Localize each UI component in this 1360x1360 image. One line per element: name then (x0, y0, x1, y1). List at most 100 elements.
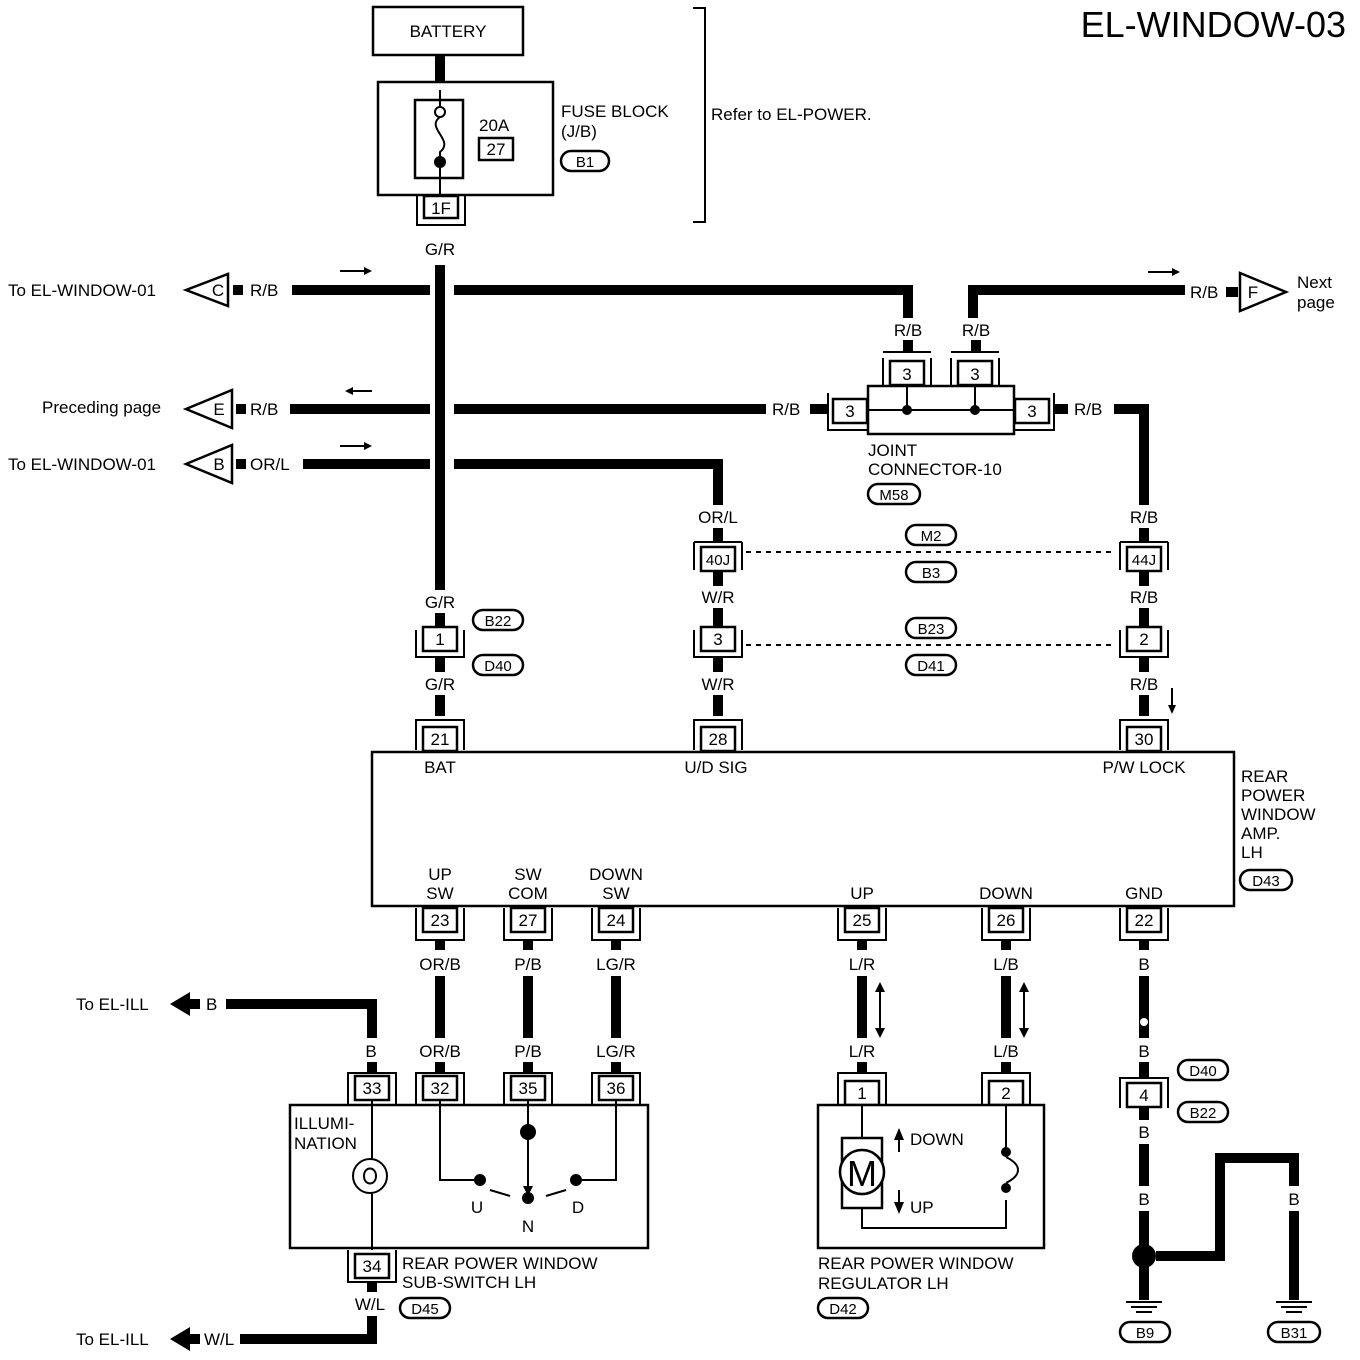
r-b-wire-f (968, 285, 1185, 318)
ground-b9: B9 (1136, 1325, 1154, 1342)
conn-b23: B23 (918, 621, 945, 638)
amp-box (370, 750, 1236, 908)
wire-label-l-r-2: L/R (849, 1042, 875, 1061)
amp-label-down: DOWN (979, 884, 1033, 903)
sub-switch-pin-34: 34 (363, 1257, 382, 1276)
battery-label: BATTERY (410, 22, 487, 41)
offpage-f-label: Next (1297, 273, 1332, 292)
amp-label-sw-com-1: SW (514, 865, 541, 884)
fuse-block-label: FUSE BLOCK (561, 102, 669, 121)
conn-pin-44j: 44J (1132, 552, 1156, 569)
amp-label-up-sw-2: SW (426, 884, 453, 903)
offpage-b-letter: B (213, 455, 224, 474)
fuse-terminal-1f: 1F (431, 199, 451, 218)
wire-label-lg-r-2: LG/R (596, 1042, 636, 1061)
jc-pin-right: 3 (1027, 402, 1036, 421)
wire-label-b-gnd-5: B (1214, 1190, 1225, 1209)
wire-label-w-l-1: W/L (355, 1295, 385, 1314)
conn-d40-2: D40 (1189, 1063, 1217, 1080)
sub-switch-name: REAR POWER WINDOW (402, 1254, 598, 1273)
amp-pin-25: 25 (853, 911, 872, 930)
regulator-connector: D42 (829, 1301, 857, 1318)
offpage-e-letter: E (213, 400, 224, 419)
motor-icon (838, 1148, 886, 1196)
conn-pin-2-rb: 2 (1139, 630, 1148, 649)
amp-label-bat: BAT (424, 758, 456, 777)
ground-b31-icon (1276, 1301, 1312, 1313)
offpage-f-label-2: page (1297, 293, 1335, 312)
sub-switch-pin-32: 32 (431, 1079, 450, 1098)
wire-label-w-l-2: W/L (204, 1330, 234, 1349)
wire-label-r-b-f: R/B (1190, 283, 1218, 302)
conn-d40-1: D40 (484, 658, 512, 675)
wire-label-or-l: OR/L (250, 455, 290, 474)
wire-label-g-r-3: G/R (425, 675, 455, 694)
joint-connector-id: M58 (879, 487, 908, 504)
fuse-block-label-2: (J/B) (561, 122, 597, 141)
illumination-label: ILLUMI- (294, 1114, 354, 1133)
wire-label-r-b-c: R/B (250, 281, 278, 300)
amp-name-3: WINDOW (1241, 805, 1316, 824)
fuse-block-box (376, 80, 555, 197)
switch-pos-u: U (471, 1198, 483, 1217)
sub-switch-pin-33: 33 (363, 1079, 382, 1098)
fuse-rating: 20A (479, 116, 510, 135)
amp-label-sw-com-2: COM (508, 884, 548, 903)
joint-connector-name: JOINT (868, 441, 917, 460)
illumination-label-2: NATION (294, 1134, 357, 1153)
wire-label-r-b-2: R/B (1130, 588, 1158, 607)
offpage-c-letter: C (212, 281, 224, 300)
amp-pin-27: 27 (519, 911, 538, 930)
fuse-number: 27 (487, 140, 506, 159)
conn-m2: M2 (921, 528, 942, 545)
conn-pin-1-gr: 1 (435, 630, 444, 649)
r-b-wire-c-right (454, 285, 913, 318)
amp-label-up: UP (850, 884, 874, 903)
wire-label-b-gnd-4: B (1138, 1190, 1149, 1209)
amp-label-up-sw-1: UP (428, 865, 452, 884)
wire-label-p-b-2: P/B (514, 1042, 541, 1061)
amp-pin-26: 26 (997, 911, 1016, 930)
offpage-ill-top-label: To EL-ILL (76, 995, 149, 1014)
wire-label-r-b-e: R/B (250, 400, 278, 419)
sub-switch-box (288, 1103, 650, 1250)
wire-label-b-ill-2: B (365, 1042, 376, 1061)
amp-name-5: LH (1241, 843, 1263, 862)
wire-label-w-r-1: W/R (701, 588, 734, 607)
illumination-bulb-icon (352, 1158, 388, 1194)
offpage-e-label: Preceding page (42, 398, 161, 417)
conn-pin-4: 4 (1139, 1086, 1148, 1105)
amp-pin-28: 28 (709, 730, 728, 749)
fuse-terminal-top (434, 106, 446, 118)
offpage-b-label: To EL-WINDOW-01 (8, 455, 156, 474)
arrow-left-icon-2 (170, 1327, 190, 1351)
fuse-terminal-bottom (434, 156, 446, 168)
amp-label-down-sw-1: DOWN (589, 865, 643, 884)
power-bracket (693, 7, 706, 223)
motor-label: M (847, 1153, 877, 1194)
amp-label-gnd: GND (1125, 884, 1163, 903)
amp-connector-d43: D43 (1252, 873, 1280, 890)
wire-label-b-gnd-2: B (1138, 1042, 1149, 1061)
wire-label-r-b-e-right: R/B (772, 400, 800, 419)
conn-d41: D41 (917, 658, 945, 675)
arrow-left-icon (170, 992, 190, 1016)
amp-label-ud-sig: U/D SIG (684, 758, 747, 777)
regulator-name: REAR POWER WINDOW (818, 1254, 1014, 1273)
amp-pin-22: 22 (1135, 911, 1154, 930)
ground-splice (1132, 1244, 1156, 1268)
conn-pin-40j: 40J (706, 552, 730, 569)
wire-label-r-b-right: R/B (1074, 400, 1102, 419)
ground-b9-icon (1126, 1301, 1162, 1313)
fuse-icon (434, 116, 446, 160)
jc-wire-label-1: R/B (894, 321, 922, 340)
regulator-down: DOWN (910, 1130, 964, 1149)
wire-label-l-b-1: L/B (993, 955, 1019, 974)
joint-connector-name-2: CONNECTOR-10 (868, 460, 1002, 479)
wire-label-b-gnd-3: B (1138, 1123, 1149, 1142)
conn-pin-3-wr: 3 (713, 630, 722, 649)
jc-wire-label-2: R/B (962, 321, 990, 340)
page-title: EL-WINDOW-03 (1081, 4, 1346, 45)
offpage-ill-bottom-label: To EL-ILL (76, 1330, 149, 1349)
